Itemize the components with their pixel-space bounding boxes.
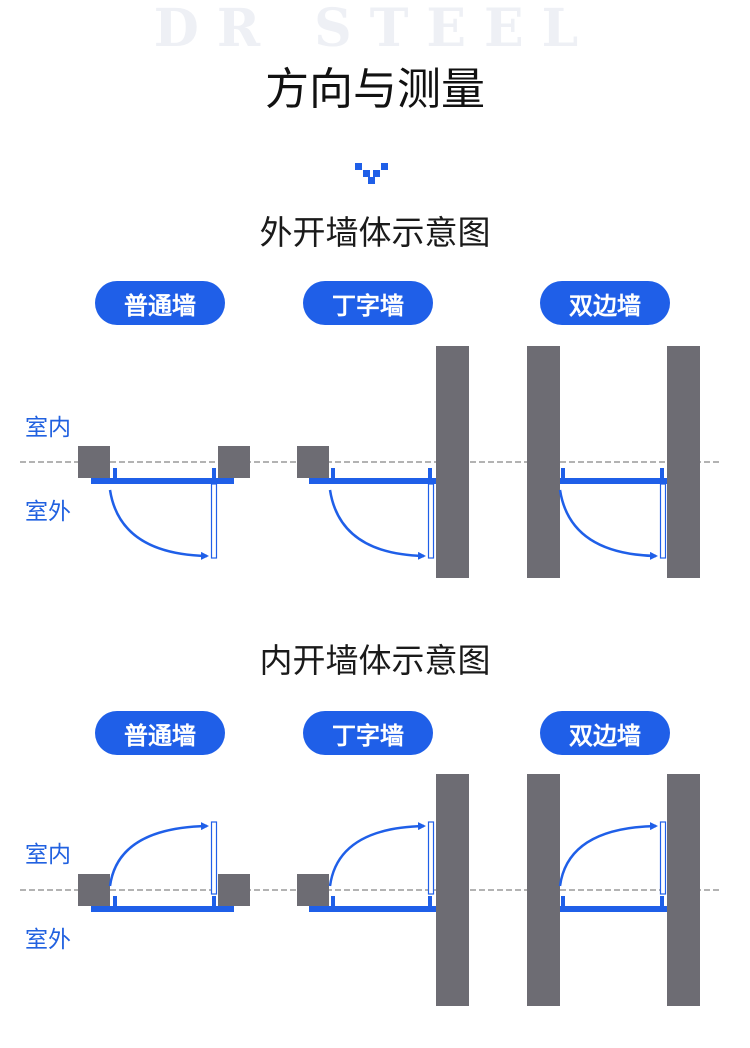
watermark-logo: DR STEEL bbox=[153, 0, 597, 58]
door-leaf bbox=[659, 821, 667, 895]
wall-block bbox=[78, 446, 110, 478]
frame-stop bbox=[331, 468, 335, 478]
section-title-inward: 内开墙体示意图 bbox=[259, 641, 491, 680]
swing-arrow bbox=[328, 822, 426, 887]
label-inside: 室内 bbox=[25, 842, 71, 868]
swing-arrow bbox=[558, 489, 658, 560]
frame-stop bbox=[331, 896, 335, 906]
label-outside: 室外 bbox=[25, 927, 71, 953]
wall-column bbox=[527, 346, 560, 578]
wall-column bbox=[527, 774, 560, 1006]
frame-stop bbox=[660, 896, 664, 906]
frame-stop bbox=[212, 468, 216, 478]
page-title: 方向与测量 bbox=[265, 64, 485, 115]
frame-stop bbox=[212, 896, 216, 906]
type-badge-t-wall: 丁字墙 bbox=[303, 281, 433, 325]
label-outside: 室外 bbox=[25, 499, 71, 525]
door-frame bbox=[560, 478, 667, 484]
wall-column bbox=[667, 346, 700, 578]
door-leaf bbox=[210, 821, 218, 895]
door-frame bbox=[309, 906, 436, 912]
wall-column bbox=[436, 774, 469, 1006]
type-badge-normal-wall: 普通墙 bbox=[95, 711, 225, 755]
door-leaf bbox=[427, 821, 435, 895]
wall-block bbox=[218, 446, 250, 478]
frame-stop bbox=[113, 468, 117, 478]
type-badge-double-wall: 双边墙 bbox=[540, 711, 670, 755]
section-title-outward: 外开墙体示意图 bbox=[259, 213, 491, 252]
label-inside: 室内 bbox=[25, 415, 71, 441]
frame-stop bbox=[113, 896, 117, 906]
door-leaf bbox=[210, 483, 218, 559]
type-badge-double-wall: 双边墙 bbox=[540, 281, 670, 325]
frame-stop bbox=[561, 896, 565, 906]
swing-arrow bbox=[108, 822, 209, 887]
swing-arrow bbox=[558, 822, 658, 887]
swing-arrow bbox=[328, 489, 426, 560]
wall-block bbox=[297, 874, 329, 906]
door-leaf bbox=[427, 483, 435, 559]
door-leaf bbox=[659, 483, 667, 559]
wall-block bbox=[218, 874, 250, 906]
type-badge-normal-wall: 普通墙 bbox=[95, 281, 225, 325]
wall-column bbox=[436, 346, 469, 578]
door-frame bbox=[309, 478, 436, 484]
type-badge-t-wall: 丁字墙 bbox=[303, 711, 433, 755]
wall-block bbox=[297, 446, 329, 478]
frame-stop bbox=[428, 896, 432, 906]
frame-stop bbox=[428, 468, 432, 478]
frame-stop bbox=[561, 468, 565, 478]
wall-column bbox=[667, 774, 700, 1006]
wall-block bbox=[78, 874, 110, 906]
chevron-down-icon bbox=[355, 163, 388, 184]
door-frame bbox=[91, 906, 234, 912]
swing-arrow bbox=[108, 489, 209, 560]
door-frame bbox=[560, 906, 667, 912]
door-frame bbox=[91, 478, 234, 484]
frame-stop bbox=[660, 468, 664, 478]
